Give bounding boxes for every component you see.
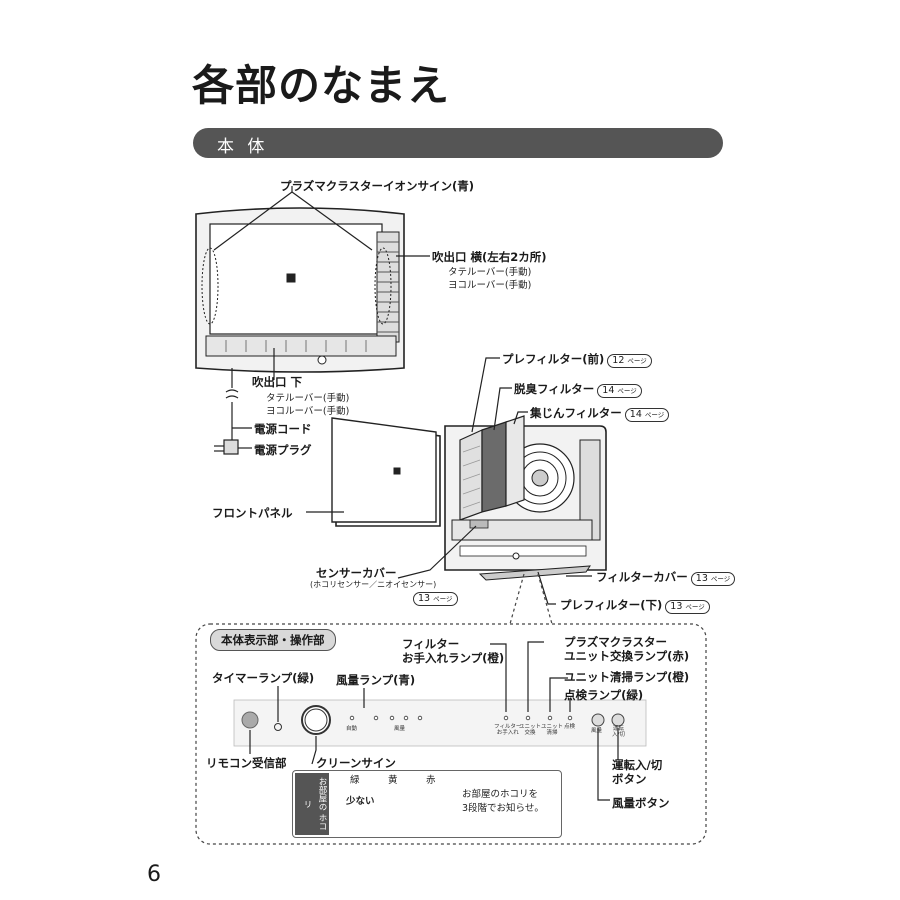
page-ref-unit: ページ [627, 357, 647, 365]
room-dust-tab: お部屋の ホコリ [295, 773, 329, 835]
page-ref-number: 13 [418, 593, 431, 604]
bottom-tate-louver-label: タテルーバー(手動) [266, 393, 350, 404]
strip-unit-label: ユニット交換 [519, 724, 541, 736]
clean-sign-box [292, 770, 562, 838]
page-ref-number: 13 [695, 573, 708, 584]
exploded-unit-drawing [444, 415, 607, 581]
note-line-1: お部屋のホコリを [462, 789, 539, 800]
strip-unit-line-2: 交換 [524, 730, 536, 736]
airflow-button-mark: 風量 [591, 728, 603, 734]
note-line-2: 3段階でお知らせ。 [462, 803, 544, 814]
side-outlet-label: 吹出口 横(左右2カ所) [432, 250, 547, 264]
check-lamp-label: 点検ランプ(緑) [564, 688, 644, 702]
power-button-mark-line-1: 運転 [612, 726, 624, 732]
power-button-mark: 運転入/切 [612, 726, 625, 738]
panel-title: 本体表示部・操作部 [210, 629, 336, 651]
color-green-label: 緑 [350, 775, 360, 786]
page-title: 各部のなまえ [192, 61, 451, 110]
power-button-label-1: 運転入/切 [612, 758, 663, 772]
prefilter-bottom-text: プレフィルター(下) [560, 598, 663, 612]
timer-lamp-label: タイマーランプ(緑) [212, 671, 315, 685]
page-number: 6 [147, 862, 161, 887]
page-ref-unit: ページ [685, 603, 705, 611]
page-ref-number: 14 [602, 385, 615, 396]
page-ref-badge: 14 ページ [597, 384, 642, 398]
bottom-yoko-louver-label: ヨコルーバー(手動) [266, 406, 350, 417]
page-ref-badge: 14 ページ [624, 408, 670, 422]
filter-care-lamp-label-1: フィルター [402, 637, 460, 651]
page-ref-unit: ページ [433, 595, 453, 603]
strip-auto-label: 自動 [346, 726, 358, 732]
section-header: 本 体 [193, 128, 723, 158]
strip-check-label: 点検 [564, 724, 576, 730]
power-cord-drawing [214, 368, 252, 455]
unit-clean-lamp-label: ユニット清掃ランプ(橙) [564, 670, 690, 684]
page-ref-badge: 13 ページ [690, 572, 736, 586]
more-label: 多い [421, 796, 441, 807]
side-yoko-louver-label: ヨコルーバー(手動) [448, 280, 532, 291]
dust-filter-text: 集じんフィルター [530, 406, 622, 420]
deodor-filter-text: 脱臭フィルター [514, 382, 595, 396]
page-ref-number: 14 [629, 409, 642, 420]
side-tate-louver-label: タテルーバー(手動) [448, 267, 532, 278]
less-label: 少ない [346, 796, 375, 807]
strip-filter-label: フィルターお手入れ [494, 724, 521, 736]
ion-sign-label: プラズマクラスターイオンサイン(青) [280, 179, 475, 193]
front-panel-drawing [331, 417, 441, 527]
airflow-button-label: 風量ボタン [612, 796, 670, 810]
page-ref-badge: 13 ページ [665, 600, 710, 614]
strip-filter-line-2: お手入れ [496, 730, 519, 736]
section-label: 本 体 [217, 137, 269, 157]
page-ref-unit: ページ [710, 575, 731, 583]
prefilter-bottom-label: プレフィルター(下)13 ページ [560, 597, 710, 614]
page-ref-unit: ページ [644, 411, 665, 419]
page-ref-badge: 12 ページ [607, 354, 652, 368]
remote-receiver-label: リモコン受信部 [206, 756, 287, 770]
main-unit-drawing [195, 207, 405, 373]
page-ref-badge: 13 ページ [413, 592, 458, 606]
filter-care-lamp-label-2: お手入れランプ(橙) [402, 651, 505, 665]
strip-unit-line-1: ユニット [519, 724, 542, 730]
strip-clean-line-1: ユニット [541, 724, 564, 730]
strip-filter-line-1: フィルター [494, 724, 522, 730]
sensor-cover-sub-label: (ホコリセンサー／ニオイセンサー) [310, 580, 437, 589]
power-cord-label: 電源コード [254, 422, 312, 436]
color-red-label: 赤 [426, 775, 436, 786]
page-ref-unit: ページ [617, 387, 637, 395]
plasma-unit-lamp-label-2: ユニット交換ランプ(赤) [564, 649, 690, 663]
power-button-label-2: ボタン [612, 772, 647, 786]
prefilter-front-text: プレフィルター(前) [502, 352, 605, 366]
sensor-cover-label: センサーカバー [316, 566, 397, 580]
sensor-cover-page-ref: 13 ページ [410, 590, 458, 606]
strip-airflow-label: 風量 [394, 726, 406, 732]
page-ref-number: 12 [612, 355, 625, 366]
plasma-unit-lamp-label-1: プラズマクラスター [564, 635, 668, 649]
color-yellow-label: 黄 [388, 775, 398, 786]
strip-clean-label: ユニット清掃 [541, 724, 563, 736]
clean-sign-label: クリーンサイン [316, 756, 396, 770]
airflow-lamp-label: 風量ランプ(青) [336, 673, 416, 687]
front-panel-label: フロントパネル [212, 506, 293, 520]
power-plug-label: 電源プラグ [254, 443, 312, 457]
prefilter-front-label: プレフィルター(前)12 ページ [502, 351, 652, 368]
page-ref-number: 13 [670, 601, 683, 612]
filter-cover-text: フィルターカバー [596, 570, 688, 584]
bottom-outlet-label: 吹出口 下 [252, 375, 303, 389]
control-strip-drawing [233, 699, 647, 747]
strip-clean-line-2: 清掃 [546, 730, 558, 736]
power-button-mark-line-2: 入/切 [612, 732, 625, 738]
